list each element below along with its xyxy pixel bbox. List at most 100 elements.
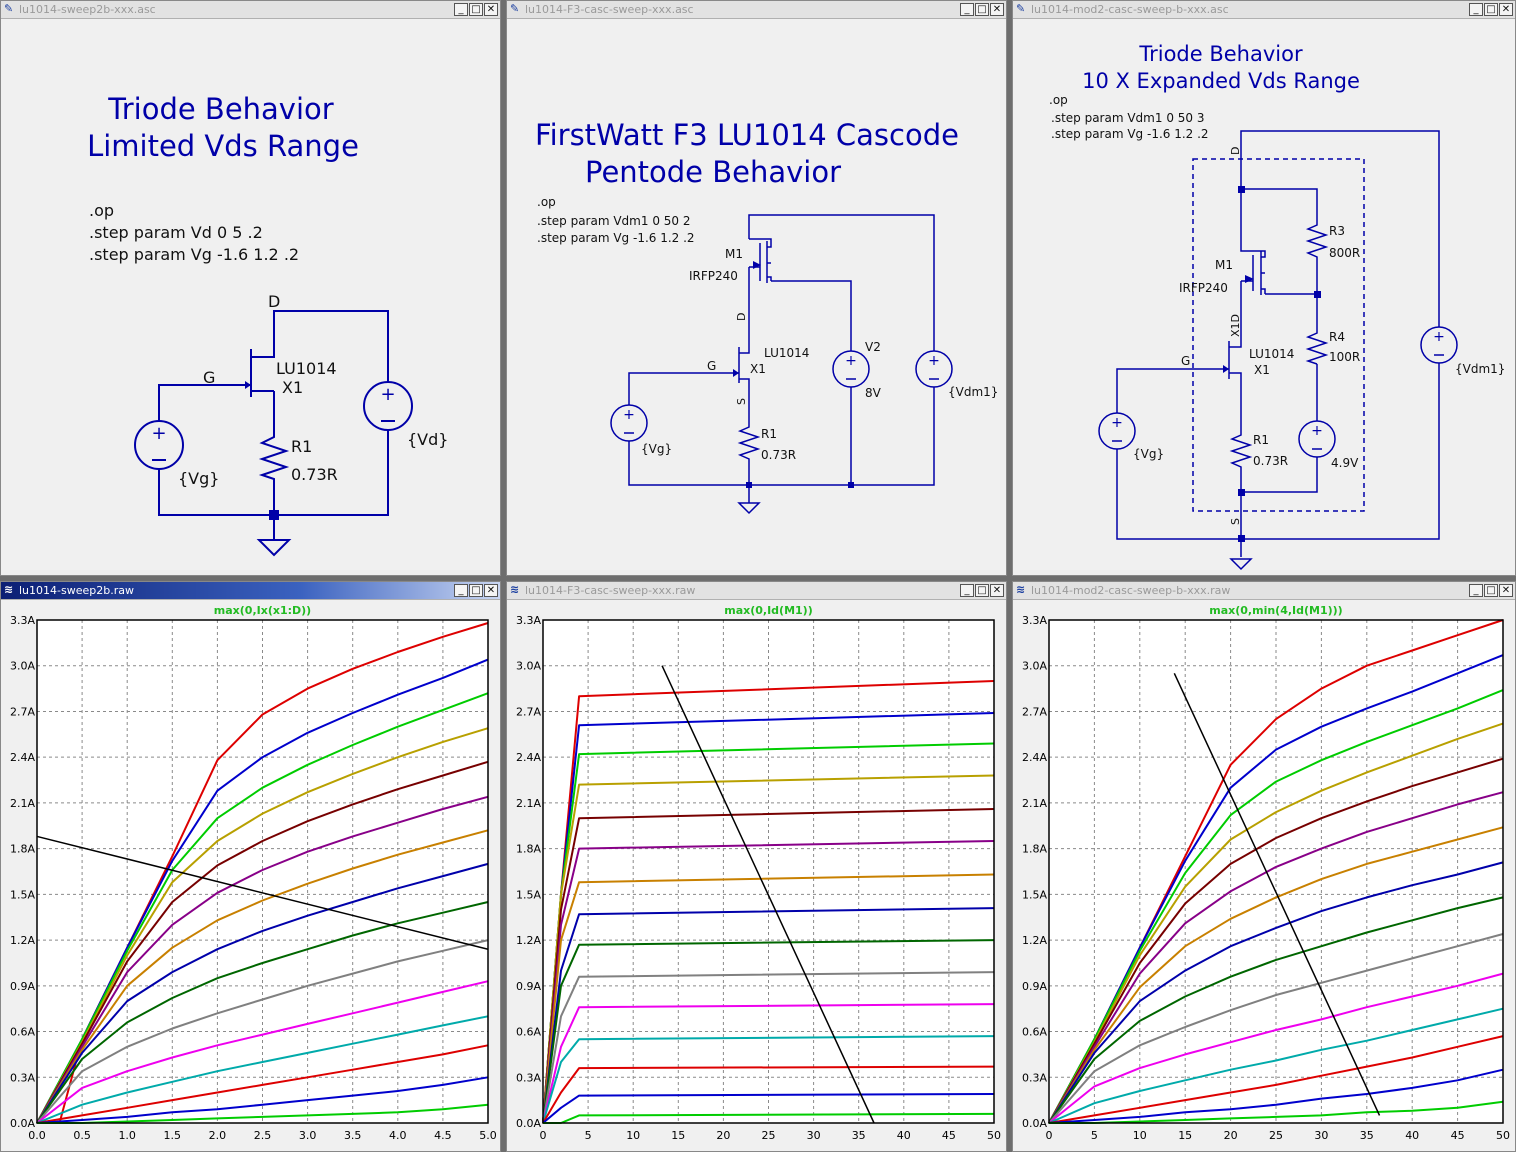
title-bar[interactable]: ≋ lu1014-mod2-casc-sweep-b-xxx.raw _ □ ✕ [1013,582,1515,600]
y-tick-label: 0.9A [516,980,541,993]
schematic-window-1[interactable]: ✎ lu1014-sweep2b-xxx.asc _ □ ✕ Triode Be… [0,0,501,576]
resistor-r4[interactable] [1305,329,1329,365]
plot-area[interactable] [1049,620,1503,1123]
close-button[interactable]: ✕ [484,3,498,16]
x-tick-label: 2.0 [209,1129,227,1142]
schematic-canvas[interactable]: Triode Behavior 10 X Expanded Vds Range … [1013,19,1515,575]
source-vdm1[interactable]: + [1420,326,1458,364]
minimize-button[interactable]: _ [1469,584,1483,597]
waveform-window-1[interactable]: ≋ lu1014-sweep2b.raw _ □ ✕ max(0,Ix(x1:D… [0,581,501,1152]
lt-spice-icon: ✎ [4,2,14,15]
series-line-10 [542,1003,995,1124]
plot-title: max(0,min(4,Id(M1))) [1209,604,1342,617]
schematic-canvas[interactable]: FirstWatt F3 LU1014 Cascode Pentode Beha… [507,19,1006,575]
maximize-button[interactable]: □ [975,3,989,16]
mosfet-m1-symbol[interactable] [749,238,772,283]
title-bar[interactable]: ≋ lu1014-sweep2b.raw _ □ ✕ [1,582,500,600]
plus-icon: + [380,384,395,405]
title-bar[interactable]: ≋ lu1014-F3-casc-sweep-xxx.raw _ □ ✕ [507,582,1006,600]
label-vg: {Vg} [178,469,219,488]
label-d: D [268,292,280,311]
plot-area[interactable] [37,620,488,1123]
jfet-x1-symbol[interactable] [1221,341,1242,379]
y-tick-label: 1.2A [1022,934,1047,947]
minimize-button[interactable]: _ [1469,3,1483,16]
waveform-window-2[interactable]: ≋ lu1014-F3-casc-sweep-xxx.raw _ □ ✕ max… [506,581,1007,1152]
minimize-button[interactable]: _ [960,3,974,16]
directive-step-vdm1: .step param Vdm1 0 50 3 [1051,111,1204,125]
label-device: LU1014 [1249,347,1294,361]
junction-dot [1238,186,1245,193]
close-button[interactable]: ✕ [1499,3,1513,16]
y-tick-label: 1.2A [516,934,541,947]
source-vd[interactable]: + [363,381,413,431]
window-controls: _ □ ✕ [960,584,1004,598]
y-tick-label: 1.8A [516,843,541,856]
close-button[interactable]: ✕ [484,584,498,597]
schematic-window-2[interactable]: ✎ lu1014-F3-casc-sweep-xxx.asc _ □ ✕ Fir… [506,0,1007,576]
title-bar[interactable]: ✎ lu1014-sweep2b-xxx.asc _ □ ✕ [1,1,500,19]
x-tick-label: 40 [1405,1129,1419,1142]
label-g: G [1181,354,1190,368]
close-button[interactable]: ✕ [990,584,1004,597]
series-line-2 [36,692,489,1124]
minimize-button[interactable]: _ [454,3,468,16]
directive-op: .op [1049,93,1068,107]
label-x1: X1 [750,362,766,376]
series-line-9 [36,939,489,1124]
plus-icon: + [1311,423,1323,439]
resistor-r1[interactable] [1229,429,1253,471]
maximize-button[interactable]: □ [469,3,483,16]
maximize-button[interactable]: □ [975,584,989,597]
source-vg[interactable]: + [610,404,648,442]
series-line-7 [36,862,489,1124]
directive-step-vdm1: .step param Vdm1 0 50 2 [537,214,690,228]
y-tick-label: 0.6A [10,1026,35,1039]
y-tick-label: 3.0A [10,660,35,673]
y-tick-label: 0.3A [516,1071,541,1084]
minimize-button[interactable]: _ [454,584,468,597]
y-tick-label: 0.9A [10,980,35,993]
label-v2: V2 [865,340,881,354]
minimize-button[interactable]: _ [960,584,974,597]
resistor-r1[interactable] [258,429,290,483]
ground-icon [256,539,292,557]
junction-dot [1314,291,1321,298]
source-vdm1[interactable]: + [915,350,953,388]
schematic-canvas[interactable]: Triode Behavior Limited Vds Range .op .s… [1,19,500,575]
waveform-window-3[interactable]: ≋ lu1014-mod2-casc-sweep-b-xxx.raw _ □ ✕… [1012,581,1516,1152]
x-tick-label: 15 [671,1129,685,1142]
source-vg[interactable]: + [1098,412,1136,450]
close-button[interactable]: ✕ [990,3,1004,16]
jfet-x1-symbol[interactable] [727,347,750,383]
resistor-r1[interactable] [737,421,761,469]
close-button[interactable]: ✕ [1499,584,1513,597]
title-bar[interactable]: ✎ lu1014-F3-casc-sweep-xxx.asc _ □ ✕ [507,1,1006,19]
y-tick-label: 0.6A [516,1026,541,1039]
resistor-r3[interactable] [1305,219,1329,259]
mosfet-m1-symbol[interactable] [1240,249,1266,295]
schematic-window-3[interactable]: ✎ lu1014-mod2-casc-sweep-b-xxx.asc _ □ ✕… [1012,0,1516,576]
y-tick-label: 3.3A [1022,614,1047,627]
jfet-x1-symbol[interactable] [241,349,275,397]
source-v2[interactable]: + [832,350,870,388]
label-r4: R4 [1329,330,1345,344]
maximize-button[interactable]: □ [1484,584,1498,597]
source-vg[interactable]: + [134,420,184,470]
label-x1: X1 [1254,363,1270,377]
series-line-13 [1048,1068,1504,1124]
maximize-button[interactable]: □ [469,584,483,597]
plus-icon: + [1111,415,1123,431]
lt-spice-icon: ✎ [1016,2,1026,15]
maximize-button[interactable]: □ [1484,3,1498,16]
title-bar[interactable]: ✎ lu1014-mod2-casc-sweep-b-xxx.asc _ □ ✕ [1013,1,1515,19]
y-tick-label: 0.6A [1022,1026,1047,1039]
window-controls: _ □ ✕ [960,3,1004,17]
source-4v9[interactable]: + [1298,420,1336,458]
